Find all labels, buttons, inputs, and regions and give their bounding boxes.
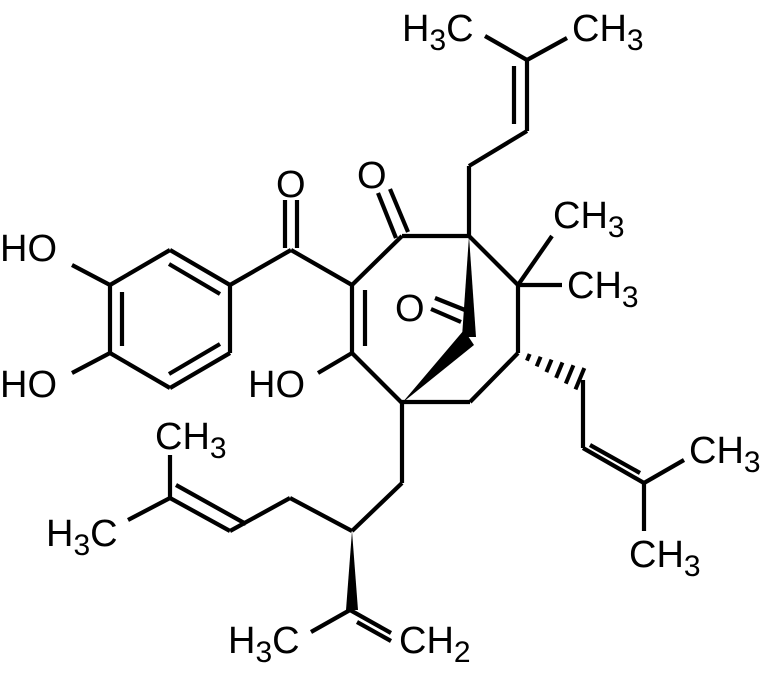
bond <box>467 129 529 168</box>
double-bond-line <box>167 262 222 296</box>
bond <box>168 496 232 533</box>
atom-label-ho-enol: HO <box>248 364 305 406</box>
wedge-bonds <box>346 236 476 610</box>
bond <box>350 481 404 533</box>
bond <box>467 234 520 287</box>
bond <box>168 248 232 287</box>
bond <box>168 351 232 390</box>
double-bond-line <box>167 342 222 376</box>
double-bond-lines <box>119 66 642 643</box>
atom-label-ch3-gem-1: CH3 <box>553 195 625 244</box>
hashed-bond-segment <box>525 353 532 362</box>
wedge-bond <box>462 236 476 337</box>
atom-label-h3c-chain: H3C <box>46 513 118 562</box>
atom-label-o-ketone: O <box>357 155 387 197</box>
bond <box>309 608 352 634</box>
bond <box>350 234 404 287</box>
bond <box>71 263 111 287</box>
wedge-bond <box>402 330 474 403</box>
double-bond-line <box>434 296 466 312</box>
bond <box>108 248 172 287</box>
bond <box>483 34 529 62</box>
hashed-bonds <box>525 353 587 391</box>
bond <box>289 248 354 287</box>
hashed-bond-segment <box>534 356 543 368</box>
double-bond-line <box>355 620 393 643</box>
bond <box>581 446 646 485</box>
atom-label-h3c-top-left: H3C <box>402 8 474 57</box>
atom-label-ch3-right-1: CH3 <box>689 430 761 479</box>
atom-label-ch3-chain-top: CH3 <box>155 416 227 465</box>
bond <box>348 608 393 635</box>
bond <box>228 496 292 533</box>
hashed-bond-segment <box>544 358 554 373</box>
bond <box>228 248 293 287</box>
bond <box>468 351 520 404</box>
wedge-bond <box>346 531 358 610</box>
atom-label-ho-top: HO <box>0 228 57 270</box>
atom-label-ch2-isoprop: CH2 <box>399 620 471 669</box>
double-bond-line <box>174 483 248 526</box>
atom-label-ch3-gem-2: CH3 <box>567 265 639 314</box>
bond <box>316 351 354 375</box>
double-bond-line <box>388 188 410 233</box>
double-bond-line <box>376 192 398 239</box>
atom-label-ho-bottom: HO <box>0 364 57 406</box>
double-bond-line <box>430 307 462 324</box>
bond <box>127 496 171 522</box>
bond <box>108 351 172 390</box>
bond <box>525 36 569 62</box>
single-bonds <box>71 34 686 635</box>
atom-label-o-bridge: O <box>395 288 425 330</box>
bond <box>516 234 554 287</box>
atom-label-o-benzoyl: O <box>276 164 306 206</box>
atom-label-h3c-isoprop: H3C <box>228 620 300 669</box>
hashed-bond-segment <box>573 367 587 391</box>
bond <box>642 458 686 485</box>
atom-label-ch3-right-2: CH3 <box>629 534 701 583</box>
bond <box>350 351 404 405</box>
atom-label-ch3-top-right: CH3 <box>572 8 644 57</box>
hashed-bond-segment <box>563 364 576 385</box>
double-bond-line <box>588 443 642 475</box>
bond <box>71 351 111 375</box>
hashed-bond-segment <box>554 361 565 379</box>
bond <box>289 496 353 533</box>
